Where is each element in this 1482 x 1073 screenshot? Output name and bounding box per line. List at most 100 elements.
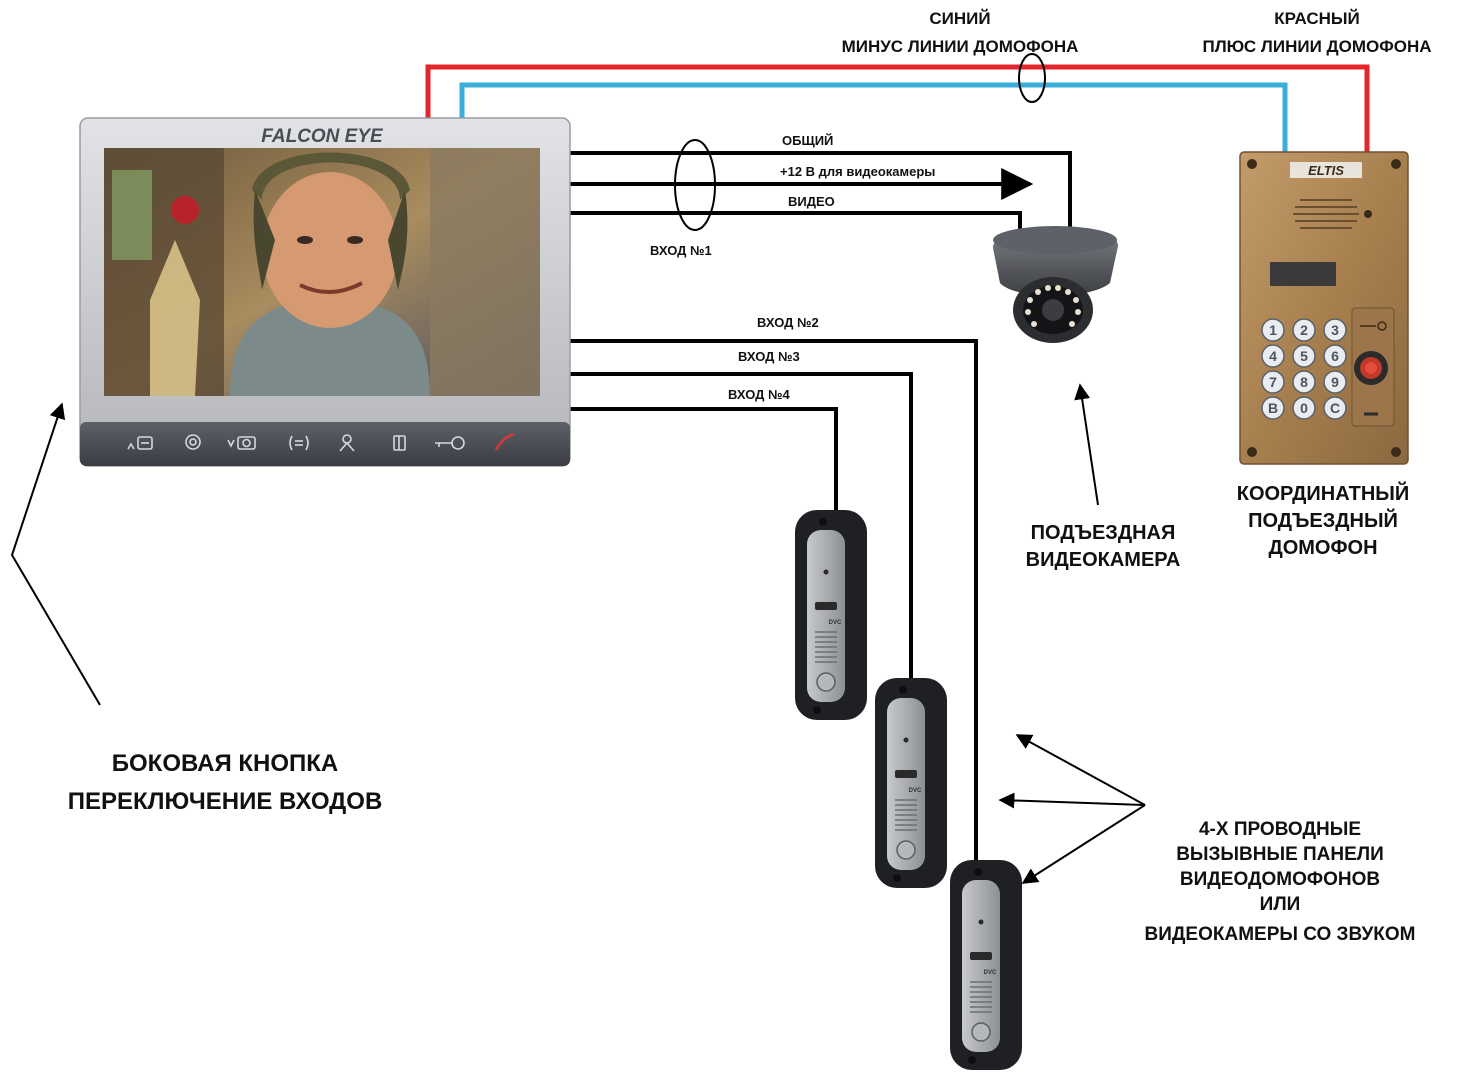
eltis-intercom-panel: ELTIS 1 2 3 4 5 6 7 8 9B 0 C — [1239, 151, 1409, 465]
keypad-key[interactable]: B — [1261, 396, 1285, 420]
settings-gear-icon[interactable] — [185, 434, 201, 450]
panels-caption-line5: ВИДЕОКАМЕРЫ СО ЗВУКОМ — [1145, 924, 1416, 945]
call-panel-brand: DVC — [909, 788, 922, 794]
camera-down-icon[interactable] — [227, 436, 256, 450]
keypad-key-label: 6 — [1331, 348, 1339, 364]
keypad-key[interactable]: 6 — [1323, 344, 1347, 368]
intercom-caption-line1: КООРДИНАТНЫЙ — [1237, 481, 1410, 505]
keypad-key[interactable]: 4 — [1261, 344, 1285, 368]
hangup-icon[interactable] — [494, 432, 515, 451]
blue-wire — [459, 82, 1288, 152]
keypad-key[interactable]: 8 — [1292, 370, 1316, 394]
menu-up-icon[interactable] — [127, 436, 153, 450]
annotation-arrows — [10, 383, 1146, 884]
input2-wire — [570, 339, 978, 862]
input4-wire — [570, 407, 838, 510]
camera-lens-icon — [903, 737, 909, 743]
keypad-key-label: B — [1268, 400, 1278, 416]
input1-wires — [570, 139, 1072, 232]
panels-caption-line4: ИЛИ — [1260, 894, 1301, 915]
monitor-buttons — [127, 432, 515, 452]
side-button-arrow — [10, 402, 101, 706]
blue-wire-desc: МИНУС ЛИНИИ ДОМОФОНА — [842, 37, 1079, 56]
panels-caption-line2: ВЫЗЫВНЫЕ ПАНЕЛИ — [1176, 844, 1384, 865]
input4-label: ВХОД №4 — [728, 387, 791, 402]
side-button-caption-line2: ПЕРЕКЛЮЧЕНИЕ ВХОДОВ — [68, 788, 383, 815]
call-button[interactable] — [816, 672, 836, 692]
keypad-key[interactable]: 9 — [1323, 370, 1347, 394]
keypad-key[interactable]: 2 — [1292, 318, 1316, 342]
keypad-key-label: 8 — [1300, 374, 1308, 390]
blue-wire-title: СИНИЙ — [929, 9, 990, 28]
input3-wire — [570, 372, 913, 680]
input1-label: ВХОД №1 — [650, 243, 712, 258]
keypad-key-label: 2 — [1300, 322, 1308, 338]
panel-wires — [570, 339, 978, 862]
call-panel-brand: DVC — [984, 970, 997, 976]
video-monitor: FALCON EYE — [79, 117, 571, 467]
camera-caption-line1: ПОДЪЕЗДНАЯ — [1031, 522, 1176, 544]
keypad-key-label: 4 — [1269, 348, 1277, 364]
call-panel-brand: DVC — [829, 620, 842, 626]
keypad-key-label: 3 — [1331, 322, 1339, 338]
red-wire-title: КРАСНЫЙ — [1274, 9, 1360, 28]
door-icon[interactable] — [393, 435, 406, 451]
common-label: ОБЩИЙ — [782, 133, 833, 148]
panels-arrow-2 — [998, 792, 1146, 809]
common-wire — [570, 151, 1072, 232]
panels-arrow-1 — [1015, 734, 1146, 806]
keypad-key[interactable]: 3 — [1323, 318, 1347, 342]
talk-icon[interactable] — [289, 435, 309, 451]
intercom-line-wires — [425, 53, 1370, 152]
intercom-display — [1270, 262, 1336, 286]
speaker-grille — [1293, 199, 1359, 229]
keypad-key[interactable]: 5 — [1292, 344, 1316, 368]
keypad-key[interactable]: 0 — [1292, 396, 1316, 420]
dome-camera — [992, 226, 1119, 343]
keypad-key-label: 7 — [1269, 374, 1277, 390]
input2-label: ВХОД №2 — [757, 315, 819, 330]
monitor-screen — [104, 148, 540, 396]
keypad-key[interactable]: C — [1323, 396, 1347, 420]
panels-arrow-3 — [1021, 804, 1146, 884]
call-panel: DVC — [795, 510, 867, 720]
user-icon[interactable] — [339, 434, 355, 452]
keypad-key[interactable]: 7 — [1261, 370, 1285, 394]
keypad-key[interactable]: 1 — [1261, 318, 1285, 342]
red-wire-desc: ПЛЮС ЛИНИИ ДОМОФОНА — [1202, 37, 1431, 56]
panels-caption-line1: 4-Х ПРОВОДНЫЕ — [1199, 819, 1361, 840]
video-label: ВИДЕО — [788, 194, 835, 209]
labels: СИНИЙ МИНУС ЛИНИИ ДОМОФОНА КРАСНЫЙ ПЛЮС … — [68, 9, 1432, 945]
red-wire — [425, 64, 1370, 152]
call-button[interactable] — [971, 1022, 991, 1042]
power-label: +12 В для видеокамеры — [780, 164, 935, 179]
camera-base — [993, 226, 1117, 254]
intercom-key-reader[interactable] — [1351, 307, 1395, 427]
intercom-caption-line2: ПОДЪЕЗДНЫЙ — [1248, 508, 1398, 532]
intercom-brand: ELTIS — [1308, 163, 1344, 178]
keypad-key-label: 1 — [1269, 322, 1277, 338]
intercom-keypad: 1 2 3 4 5 6 7 8 9B 0 C — [1261, 318, 1347, 420]
keypad-key-label: 9 — [1331, 374, 1339, 390]
keypad-key-label: 0 — [1300, 400, 1308, 416]
line-pair-marker — [1018, 53, 1046, 103]
side-button-caption-line1: БОКОВАЯ КНОПКА — [112, 750, 339, 777]
camera-lens-icon — [823, 569, 829, 575]
call-panel: DVC — [875, 678, 947, 888]
call-button[interactable] — [896, 840, 916, 860]
camera-lens-icon — [978, 919, 984, 925]
camera-caption-arrow — [1074, 383, 1099, 506]
monitor-button-bar — [80, 422, 570, 466]
keypad-key-label: C — [1330, 400, 1340, 416]
panels-caption-line3: ВИДЕОДОМОФОНОВ — [1180, 869, 1380, 890]
input3-label: ВХОД №3 — [738, 349, 800, 364]
call-panels: DVC DVC DVC — [795, 510, 1022, 1070]
key-icon[interactable] — [435, 436, 465, 450]
call-panel: DVC — [950, 860, 1022, 1070]
keypad-key-label: 5 — [1300, 348, 1308, 364]
input1-bundle-marker — [674, 139, 716, 231]
monitor-brand: FALCON EYE — [261, 126, 384, 147]
intercom-caption-line3: ДОМОФОН — [1268, 537, 1377, 559]
video-wire — [570, 211, 1022, 232]
